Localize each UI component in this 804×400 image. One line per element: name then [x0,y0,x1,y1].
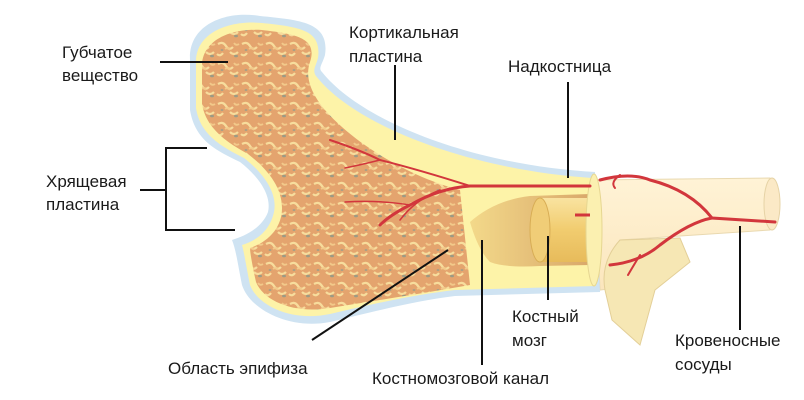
blood-vessels [329,139,777,276]
label-marrow-line1: Костный [512,307,579,326]
label-cortical-line1: Кортикальная [349,23,459,42]
label-cortical-line2: пластина [349,47,423,66]
label-epiphysis: Область эпифиза [168,359,308,378]
label-marrow-line2: мозг [512,331,547,350]
bone-shaft [594,177,781,346]
label-spongy-line1: Губчатое [62,43,132,62]
label-vessels-line1: Кровеносные [675,331,781,350]
label-cartilage-line1: Хрящевая [46,172,127,191]
label-periosteum: Надкостница [508,57,612,76]
label-canal: Костномозговой канал [372,369,549,388]
spongy-bone [202,29,470,310]
bone-marrow [529,173,603,287]
leader-lines [140,61,741,365]
label-vessels-line2: сосуды [675,355,732,374]
label-spongy-line2: вещество [62,66,138,85]
label-cartilage-line2: пластина [46,195,120,214]
